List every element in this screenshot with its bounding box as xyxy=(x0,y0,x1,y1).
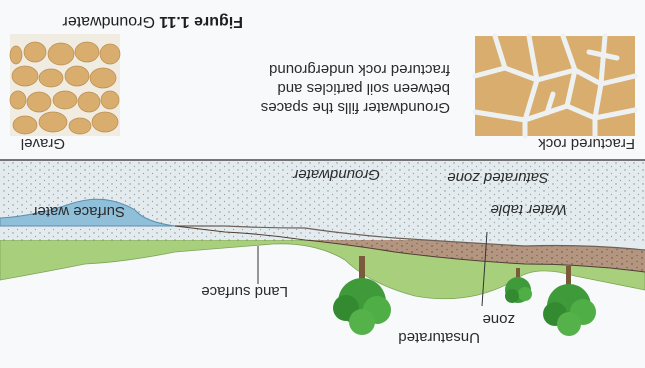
figure-title: Groundwater xyxy=(62,13,155,30)
groundwater-label: Groundwater xyxy=(293,166,380,183)
gravel-panel xyxy=(10,34,120,136)
land-surface-label: Land surface xyxy=(201,283,288,300)
unsaturated-zone-label-line1: Unsaturated xyxy=(398,329,480,346)
description-line-3: fractured rock underground xyxy=(269,61,450,78)
surface-water-label: Surface water xyxy=(32,203,125,220)
figure-caption: Figure 1.11 Groundwater xyxy=(62,12,243,30)
fractured-rock-label: Fractured rock xyxy=(538,135,635,152)
figure-number: Figure 1.11 xyxy=(159,13,243,30)
fractured-rock-panel xyxy=(475,36,635,136)
saturated-zone-label: Saturated zone xyxy=(447,169,549,186)
description-line-1: Groundwater fills the spaces xyxy=(261,99,450,116)
unsaturated-zone-label-line2: zone xyxy=(482,311,515,328)
gravel-label: Gravel xyxy=(21,135,65,152)
water-table-label: Water table xyxy=(491,201,567,218)
description-line-2: between soil particles and xyxy=(277,80,450,97)
